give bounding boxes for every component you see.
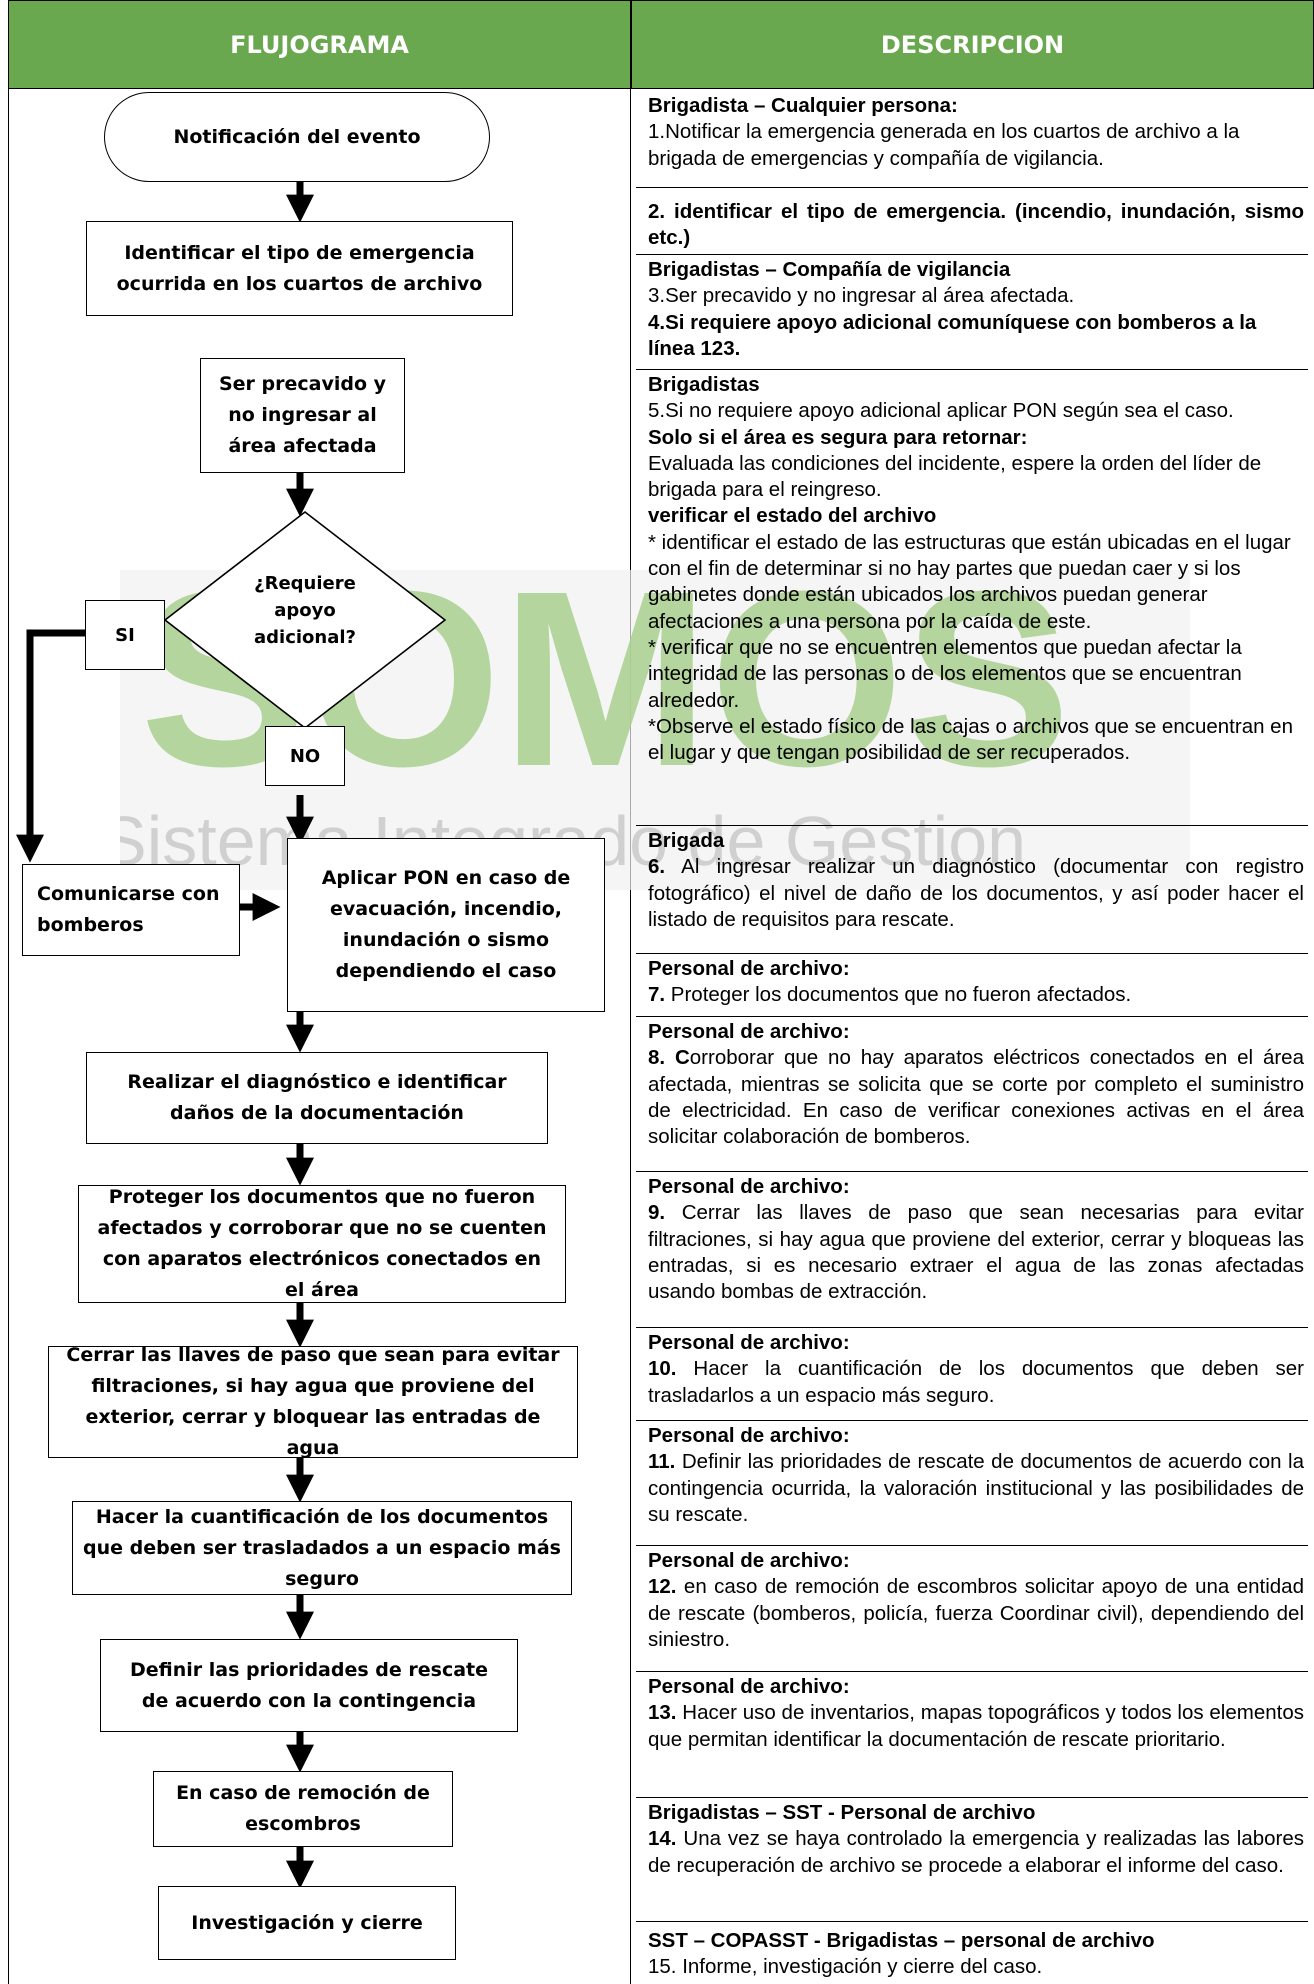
desc-row-3-title: Brigadistas – Compañía de vigilancia bbox=[648, 258, 1011, 281]
desc-row-5-num: 6. bbox=[648, 855, 666, 879]
desc-row-5-body: Al ingresar realizar un diagnóstico (doc… bbox=[648, 855, 1304, 931]
desc-row-14-body: 15. Informe, investigación y cierre del … bbox=[648, 1955, 1043, 1979]
node-identificar: Identificar el tipo de emergencia ocurri… bbox=[86, 221, 513, 316]
label-si: SI bbox=[85, 600, 165, 670]
desc-row-4-body2: Evaluada las condiciones del incidente, … bbox=[648, 451, 1262, 502]
desc-row-11: Personal de archivo: 12. en caso de remo… bbox=[636, 1546, 1308, 1672]
desc-row-8-title: Personal de archivo: bbox=[648, 1175, 850, 1198]
descripcion-header: DESCRIPCION bbox=[631, 0, 1314, 89]
desc-row-13: Brigadistas – SST - Personal de archivo … bbox=[636, 1798, 1308, 1922]
desc-row-14: SST – COPASST - Brigadistas – personal d… bbox=[636, 1922, 1308, 1981]
node-cerrar-llaves: Cerrar las llaves de paso que sean para … bbox=[48, 1344, 578, 1459]
decision-text: ¿Requiere apoyo adicional? bbox=[254, 573, 356, 648]
desc-row-11-num: 12. bbox=[648, 1575, 677, 1599]
node-escombros: En caso de remoción de escombros bbox=[153, 1771, 453, 1847]
desc-row-13-title: Brigadistas – SST - Personal de archivo bbox=[648, 1801, 1036, 1824]
desc-row-2-title: 2. identificar el tipo de emergencia. (i… bbox=[648, 200, 1304, 249]
desc-row-8: Personal de archivo: 9. Cerrar las llave… bbox=[636, 1172, 1308, 1328]
node-investigacion: Investigación y cierre bbox=[158, 1886, 456, 1960]
node-precavido: Ser precavido y no ingresar al área afec… bbox=[200, 358, 405, 473]
desc-row-7-body: orroborar que no hay aparatos eléctricos… bbox=[648, 1046, 1304, 1149]
desc-row-6-body: Proteger los documentos que no fueron af… bbox=[665, 983, 1132, 1007]
desc-row-10-num: 11. bbox=[648, 1450, 676, 1474]
desc-row-6-num: 7. bbox=[648, 983, 666, 1007]
node-proteger: Proteger los documentos que no fueron af… bbox=[78, 1185, 566, 1303]
desc-row-9: Personal de archivo: 10. Hacer la cuanti… bbox=[636, 1328, 1308, 1421]
node-diagnostico: Realizar el diagnóstico e identificar da… bbox=[86, 1052, 548, 1144]
desc-row-14-title: SST – COPASST - Brigadistas – personal d… bbox=[648, 1929, 1155, 1952]
desc-row-7-title: Personal de archivo: bbox=[648, 1020, 850, 1043]
desc-row-7: Personal de archivo: 8. Corroborar que n… bbox=[636, 1017, 1308, 1172]
desc-row-8-body: Cerrar las llaves de paso que sean neces… bbox=[648, 1201, 1304, 1304]
desc-row-12: Personal de archivo: 13. Hacer uso de in… bbox=[636, 1672, 1308, 1798]
desc-row-4-body4: * verificar que no se encuentren element… bbox=[648, 635, 1242, 712]
desc-row-12-title: Personal de archivo: bbox=[648, 1675, 850, 1698]
node-prioridades: Definir las prioridades de rescate de ac… bbox=[100, 1639, 518, 1732]
desc-row-5-title: Brigada bbox=[648, 829, 725, 852]
desc-row-10-title: Personal de archivo: bbox=[648, 1424, 850, 1447]
desc-row-11-body: en caso de remoción de escombros solicit… bbox=[648, 1575, 1304, 1651]
desc-row-12-num: 13. bbox=[648, 1701, 677, 1725]
desc-row-3: Brigadistas – Compañía de vigilancia 3.S… bbox=[636, 255, 1308, 370]
desc-row-9-body: Hacer la cuantificación de los documento… bbox=[648, 1357, 1304, 1407]
desc-row-10: Personal de archivo: 11. Definir las pri… bbox=[636, 1421, 1308, 1546]
desc-row-9-title: Personal de archivo: bbox=[648, 1331, 850, 1354]
desc-row-6-title: Personal de archivo: bbox=[648, 957, 850, 980]
flowchart-column bbox=[8, 89, 631, 1984]
flujograma-header: FLUJOGRAMA bbox=[8, 0, 631, 89]
desc-row-4-title: Brigadistas bbox=[648, 373, 760, 396]
desc-row-12-body: Hacer uso de inventarios, mapas topográf… bbox=[648, 1701, 1304, 1751]
desc-row-1-body: 1.Notificar la emergencia generada en lo… bbox=[648, 120, 1240, 170]
desc-row-4-body5: *Observe el estado físico de las cajas o… bbox=[648, 714, 1293, 765]
desc-row-3-bold: 4.Si requiere apoyo adicional comuníques… bbox=[648, 310, 1257, 360]
desc-row-8-num: 9. bbox=[648, 1201, 666, 1225]
desc-row-13-num: 14. bbox=[648, 1827, 677, 1851]
desc-row-4-body1: 5.Si no requiere apoyo adicional aplicar… bbox=[648, 399, 1234, 423]
description-column: Brigadista – Cualquier persona: 1.Notifi… bbox=[636, 89, 1308, 1981]
desc-row-7-num: 8. C bbox=[648, 1046, 690, 1070]
node-notificacion: Notificación del evento bbox=[104, 92, 490, 182]
desc-row-1-title: Brigadista – Cualquier persona: bbox=[648, 94, 958, 117]
desc-row-11-title: Personal de archivo: bbox=[648, 1549, 850, 1572]
desc-row-2: 2. identificar el tipo de emergencia. (i… bbox=[636, 188, 1308, 255]
desc-row-4-body3: * identificar el estado de las estructur… bbox=[648, 530, 1291, 633]
desc-row-5: Brigada 6. Al ingresar realizar un diagn… bbox=[636, 826, 1308, 954]
node-bomberos: Comunicarse con bomberos bbox=[22, 864, 240, 956]
node-cuantificacion: Hacer la cuantificación de los documento… bbox=[72, 1501, 572, 1595]
desc-row-9-num: 10. bbox=[648, 1357, 677, 1381]
desc-row-1: Brigadista – Cualquier persona: 1.Notifi… bbox=[636, 89, 1308, 188]
desc-row-4-sub2: verificar el estado del archivo bbox=[648, 504, 937, 528]
node-aplicar-pon: Aplicar PON en caso de evacuación, incen… bbox=[287, 838, 605, 1012]
desc-row-6: Personal de archivo: 7. Proteger los doc… bbox=[636, 954, 1308, 1017]
label-no: NO bbox=[265, 726, 345, 786]
desc-row-4-sub1: Solo si el área es segura para retornar: bbox=[648, 425, 1028, 449]
desc-row-3-body: 3.Ser precavido y no ingresar al área af… bbox=[648, 284, 1075, 308]
desc-row-13-body: Una vez se haya controlado la emergencia… bbox=[648, 1827, 1304, 1877]
desc-row-10-body: Definir las prioridades de rescate de do… bbox=[648, 1450, 1304, 1526]
desc-row-4: Brigadistas 5.Si no requiere apoyo adici… bbox=[636, 370, 1308, 826]
